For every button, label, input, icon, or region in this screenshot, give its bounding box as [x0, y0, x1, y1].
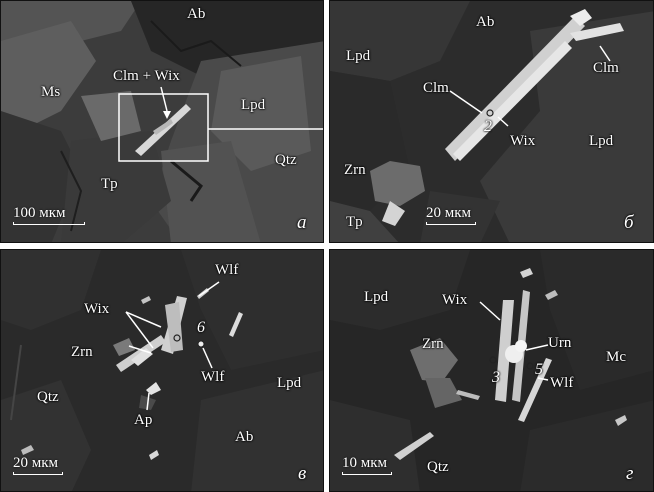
label-wix: Wix	[510, 133, 536, 149]
scale-bar	[426, 222, 476, 225]
scale-bar-d: 10 мкм	[342, 455, 392, 475]
scale-bar	[342, 472, 392, 475]
label-qtz: Qtz	[37, 389, 59, 405]
label-qtz: Qtz	[275, 152, 297, 168]
scale-bar	[13, 222, 85, 225]
label-ab: Ab	[235, 429, 254, 445]
scale-bar	[13, 472, 63, 475]
label-wix: Wix	[84, 301, 110, 317]
label-zrn: Zrn	[422, 336, 444, 352]
scale-bar-c: 20 мкм	[13, 455, 63, 475]
label-tp: Tp	[346, 214, 363, 230]
label-wlf-top: Wlf	[215, 262, 239, 278]
label-wix: Wix	[442, 292, 468, 308]
panel-letter: г	[626, 463, 634, 484]
bse-image-d	[330, 250, 653, 491]
bse-image-a	[1, 1, 323, 242]
panel-b: Ab Lpd Clm Clm 2 Wix Lpd Zrn Tp 20 мкм б	[329, 0, 654, 243]
panel-c: Wlf Wix 6 Zrn Wlf Qtz Lpd Ap Ab 20 мкм в	[0, 249, 324, 492]
analysis-point-label: 3	[492, 369, 500, 386]
scale-label: 20 мкм	[426, 205, 472, 221]
scale-label: 10 мкм	[342, 455, 388, 471]
label-zrn: Zrn	[344, 162, 366, 178]
label-ap: Ap	[134, 412, 153, 428]
bse-image-b	[330, 1, 653, 242]
analysis-point-label: 6	[197, 319, 205, 336]
label-clm-wix: Clm + Wix	[113, 68, 180, 84]
label-wlf-mid: Wlf	[201, 369, 225, 385]
label-clm-top: Clm	[593, 60, 619, 76]
panel-letter: в	[298, 463, 307, 484]
label-ab: Ab	[476, 14, 495, 30]
label-zrn: Zrn	[71, 344, 93, 360]
label-lpd-right: Lpd	[589, 133, 614, 149]
scale-bar-b: 20 мкм	[426, 205, 476, 225]
label-wlf: Wlf	[550, 375, 574, 391]
panel-d: Lpd Wix Zrn Urn Mc 5 3 Wlf Qtz 10 мкм г	[329, 249, 654, 492]
panel-letter: а	[297, 212, 307, 233]
label-qtz: Qtz	[427, 459, 449, 475]
label-mc: Mc	[606, 349, 626, 365]
panel-letter: б	[624, 212, 634, 233]
analysis-point-label: 2	[484, 118, 492, 135]
scale-label: 100 мкм	[13, 205, 66, 221]
label-ab: Ab	[187, 6, 206, 22]
label-urn: Urn	[548, 335, 572, 351]
label-lpd-left: Lpd	[346, 48, 371, 64]
scale-label: 20 мкм	[13, 455, 59, 471]
label-lpd: Lpd	[277, 375, 302, 391]
label-lpd: Lpd	[241, 97, 266, 113]
label-tp: Tp	[101, 176, 118, 192]
scale-bar-a: 100 мкм	[13, 205, 85, 225]
label-lpd: Lpd	[364, 289, 389, 305]
bse-image-c	[1, 250, 323, 491]
label-ms: Ms	[41, 84, 61, 100]
label-clm-mid: Clm	[423, 80, 449, 96]
panel-a: Ab Ms Clm + Wix Lpd Qtz Tp 100 мкм а	[0, 0, 324, 243]
analysis-point-label: 5	[535, 361, 543, 378]
